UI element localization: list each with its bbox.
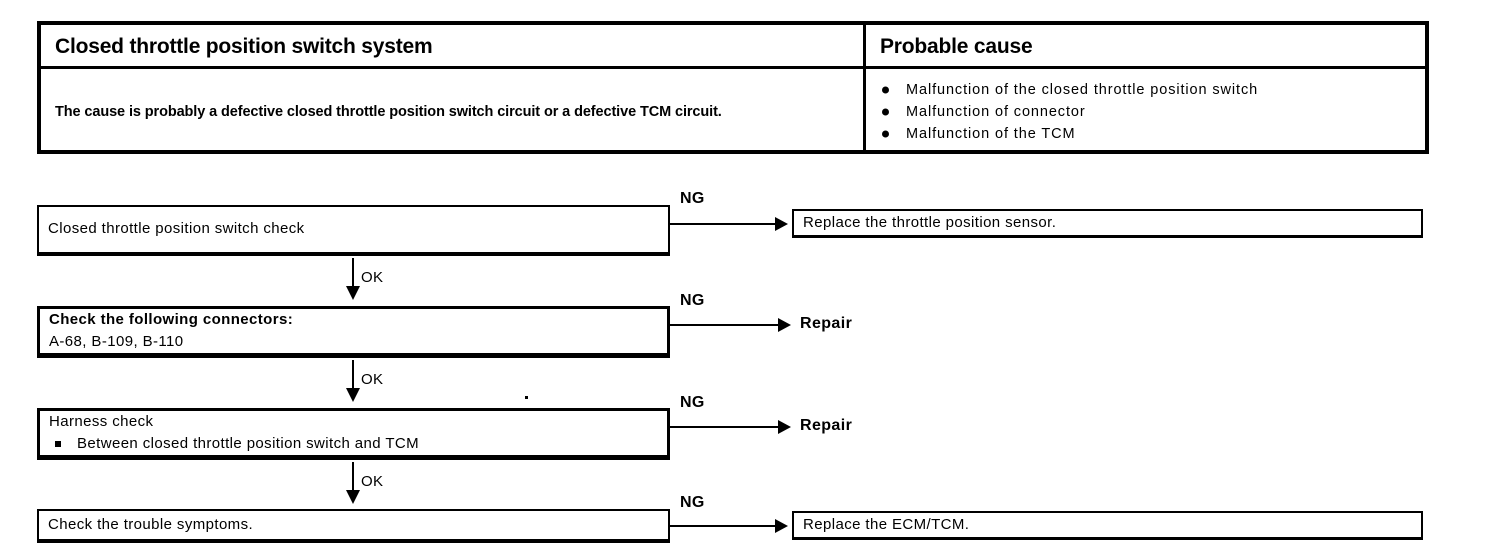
flow-ok-3-label: OK — [361, 473, 384, 490]
list-item: Malfunction of the TCM — [880, 123, 1415, 145]
flow-step-2-result-label: Repair — [800, 315, 853, 332]
flow-ok-1-line — [352, 258, 354, 288]
summary-body-row: The cause is probably a defective closed… — [41, 69, 1425, 150]
flow-ok-1-label: OK — [361, 269, 384, 286]
description-text: The cause is probably a defective closed… — [55, 104, 722, 121]
summary-description-cell: The cause is probably a defective closed… — [41, 69, 866, 150]
flow-step-3-box: Harness check Between closed throttle po… — [37, 408, 670, 460]
flow-step-4-ng-line — [670, 525, 778, 527]
flow-step-1-result-label: Replace the throttle position sensor. — [803, 213, 1057, 231]
flow-ok-2-line — [352, 360, 354, 390]
summary-header-cause: Probable cause — [866, 25, 1425, 66]
flow-step-2-ng-line — [670, 324, 781, 326]
flow-ok-1-arrowhead — [346, 286, 360, 300]
flow-step-1-ng-arrowhead — [775, 217, 788, 231]
bullet-icon — [882, 130, 889, 138]
cause-text: Malfunction of the TCM — [906, 126, 1076, 143]
flow-step-3-result-label: Repair — [800, 417, 853, 434]
flow-step-3-ng-label: NG — [680, 394, 705, 411]
flow-step-3-ng-line — [670, 426, 781, 428]
flow-step-3-detail-text: Between closed throttle position switch … — [77, 435, 420, 452]
summary-header-system: Closed throttle position switch system — [41, 25, 866, 66]
flow-ok-2-arrowhead — [346, 388, 360, 402]
flow-step-2-ng-arrowhead — [778, 318, 791, 332]
list-item: Malfunction of the closed throttle posit… — [880, 79, 1415, 101]
probable-cause-list: Malfunction of the closed throttle posit… — [880, 77, 1415, 145]
cause-text: Malfunction of connector — [906, 103, 1086, 120]
flow-step-4-result-label: Replace the ECM/TCM. — [803, 515, 970, 533]
flow-step-2-box: Check the following connectors: A-68, B-… — [37, 306, 670, 358]
scan-artifact-speck — [525, 396, 528, 399]
flow-step-4-label: Check the trouble symptoms. — [48, 515, 254, 533]
flow-step-4-result-box: Replace the ECM/TCM. — [792, 511, 1423, 540]
flow-step-3-detail: Between closed throttle position switch … — [49, 433, 667, 456]
flow-step-1-result-box: Replace the throttle position sensor. — [792, 209, 1423, 238]
bullet-icon — [55, 441, 61, 448]
list-item: Malfunction of connector — [880, 101, 1415, 123]
flow-step-3-ng-arrowhead — [778, 420, 791, 434]
flow-ok-3-line — [352, 462, 354, 492]
flow-step-4-box: Check the trouble symptoms. — [37, 509, 670, 543]
flow-step-1-label: Closed throttle position switch check — [48, 220, 305, 238]
flow-step-1-box: Closed throttle position switch check — [37, 205, 670, 256]
bullet-icon — [882, 86, 889, 94]
summary-table: Closed throttle position switch system P… — [37, 21, 1429, 154]
flow-step-2-connectors: A-68, B-109, B-110 — [49, 333, 184, 350]
flow-step-1-ng-label: NG — [680, 190, 705, 207]
flow-step-4-ng-label: NG — [680, 494, 705, 511]
flow-step-3-label: Harness check — [49, 412, 154, 430]
system-title: Closed throttle position switch system — [55, 34, 433, 58]
flow-step-1-ng-line — [670, 223, 778, 225]
bullet-icon — [882, 108, 889, 116]
flow-ok-2-label: OK — [361, 371, 384, 388]
flow-step-2-ng-label: NG — [680, 292, 705, 309]
cause-text: Malfunction of the closed throttle posit… — [906, 81, 1259, 98]
summary-header-row: Closed throttle position switch system P… — [41, 25, 1425, 69]
flow-ok-3-arrowhead — [346, 490, 360, 504]
summary-cause-cell: Malfunction of the closed throttle posit… — [866, 69, 1425, 150]
probable-cause-title: Probable cause — [880, 34, 1033, 58]
flow-step-4-ng-arrowhead — [775, 519, 788, 533]
flow-step-2-label: Check the following connectors: — [49, 310, 294, 328]
